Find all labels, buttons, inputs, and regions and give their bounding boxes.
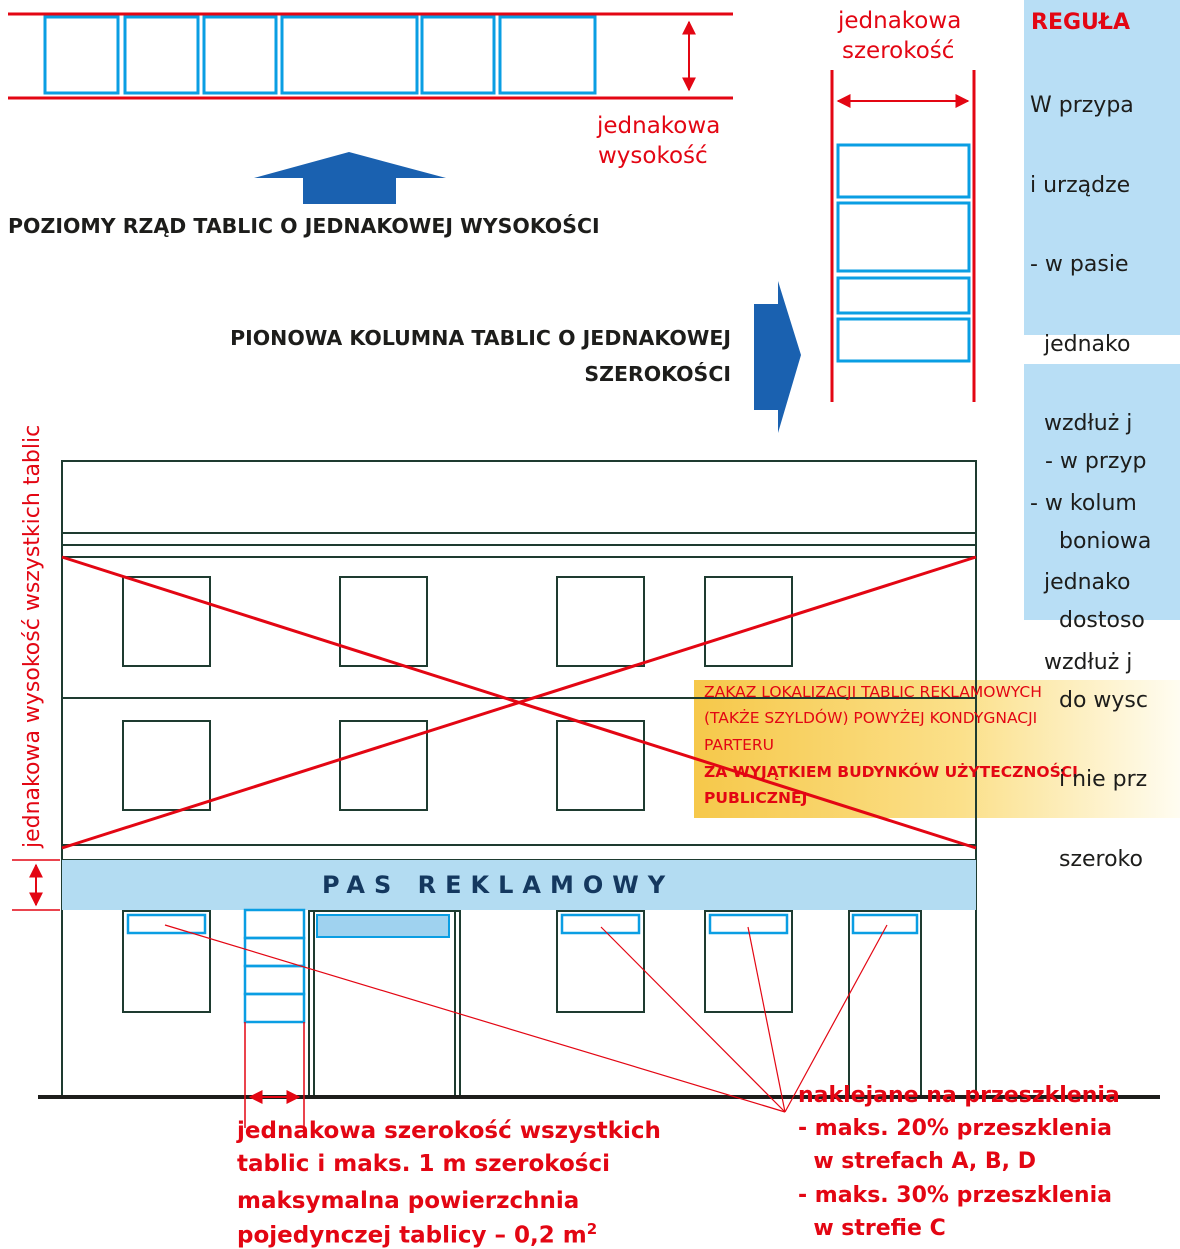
window [704,576,793,667]
row-signs [43,15,597,95]
horizontal-row-caption: POZIOMY RZĄD TABLIC O JEDNAKOWEJ WYSOKOŚ… [8,214,600,238]
ban-notice-box [694,680,1180,818]
glazing-label: w strefie C [798,1216,946,1241]
bottom-left-label: tablic i maks. 1 m szerokości [237,1151,610,1177]
row-sign [498,15,597,95]
row-sign [123,15,200,95]
glazing-label: - maks. 20% przeszklenia [798,1116,1112,1141]
window [556,576,645,667]
window [122,720,211,811]
column-sign [836,143,971,199]
side-equal-height-label: jednakowa wysokość wszystkich tablic [20,424,45,848]
window [556,720,645,811]
column-signs [836,143,971,363]
up-arrow [254,152,446,204]
advert-band-label: PAS REKLAMOWY [322,871,675,899]
row-sign [202,15,278,95]
shop-window [308,910,461,1098]
row-sign [280,15,419,95]
column-sign [836,317,971,363]
column-sign [836,276,971,315]
window [122,576,211,667]
ban-exception-line: ZA WYJĄTKIEM BUDYNKÓW UŻYTECZNOŚCI [704,763,1078,781]
window-sign [126,913,207,935]
top-equal-width-label: szerokość [842,38,955,64]
rule-text: W przypa i urządze - w pasie jednako wzd… [1030,93,1137,675]
window-sign [708,913,789,935]
row-sign [43,15,120,95]
rule-panel-2 [1024,364,1180,620]
top-equal-height-label: wysokość [598,143,708,169]
vertical-column-caption: SZEROKOŚCI [584,362,731,386]
glazing-label: - maks. 30% przeszklenia [798,1183,1112,1208]
window [339,576,428,667]
top-equal-width-label: jednakowa [838,8,962,34]
ground-signs [126,908,919,1024]
window-sign [851,913,919,935]
advert-band [62,860,976,910]
window-sign [560,913,641,935]
ground-window [704,910,793,1013]
top-equal-height-label: jednakowa [597,113,721,139]
ban-notice-line: ZAKAZ LOKALIZACJI TABLIC REKLAMOWYCH [704,683,1042,701]
shop-sign [316,914,450,938]
ban-exception-line: PUBLICZNEJ [704,789,808,807]
building-outline [61,460,977,699]
bottom-left-label: pojedynczej tablicy – 0,2 m2 [237,1220,598,1249]
row-sign [420,15,496,95]
bottom-left-label: jednakowa szerokość wszystkich [237,1118,661,1144]
rule-text-2: - w przyp boniowa dostoso do wysc i nie … [1045,449,1152,872]
pointer-lines [164,924,888,1113]
prohibition-cross [61,555,977,850]
rule-heading: REGUŁA [1031,10,1131,35]
stacked-sign [243,964,306,996]
ground-window [556,910,645,1013]
glazing-label: naklejane na przeszklenia [798,1083,1120,1108]
column-sign [836,201,971,273]
glazing-label: w strefach A, B, D [798,1149,1036,1174]
ban-notice-line: PARTERU [704,736,774,754]
bottom-left-label: maksymalna powierzchnia [237,1188,580,1214]
ground-window [122,910,211,1013]
ban-notice-line: (TAKŻE SZYLDÓW) POWYŻEJ KONDYGNACJI [704,709,1038,727]
right-arrow [754,281,801,433]
rule-panel [1024,0,1180,335]
stacked-sign [243,908,306,940]
door [848,910,922,1098]
window [339,720,428,811]
stacked-sign [243,992,306,1024]
vertical-column-caption: PIONOWA KOLUMNA TABLIC O JEDNAKOWEJ [230,326,731,350]
